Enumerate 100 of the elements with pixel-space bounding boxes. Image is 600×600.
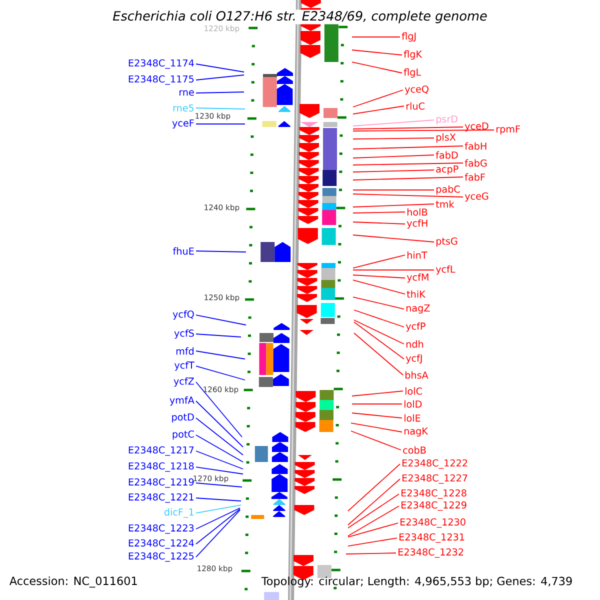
gene-label: ycfM — [406, 273, 428, 283]
leader-line — [196, 400, 244, 448]
leader-line — [352, 176, 464, 180]
gene-label: rpmF — [496, 126, 520, 134]
gene-label: potD — [172, 414, 194, 423]
gene-label: flgJ — [402, 32, 416, 42]
leader-line — [196, 418, 244, 456]
leader-line — [346, 552, 396, 554]
leader-line — [196, 74, 244, 80]
leader-line — [348, 464, 400, 512]
gene-label: yceD — [464, 122, 488, 132]
leader-line — [352, 50, 402, 56]
leader-line — [196, 434, 244, 462]
gene-label: E2348C_1230 — [400, 518, 466, 528]
leader-line — [196, 382, 242, 438]
leader-line — [196, 482, 242, 488]
leader-line — [352, 412, 402, 418]
gene-label: holB — [407, 208, 428, 216]
gene-label: pabC — [436, 185, 460, 195]
leader-line — [352, 130, 494, 132]
leader-line — [196, 314, 246, 326]
gene-label: yceF — [172, 120, 194, 128]
gene-label: E2348C_1223 — [128, 524, 194, 534]
gene-label: E2348C_1224 — [128, 539, 194, 549]
leader-line — [352, 194, 464, 198]
gene-label: ycfT — [174, 361, 194, 371]
gene-label: hinT — [407, 251, 428, 259]
leader-line — [196, 350, 246, 360]
gene-label: lolE — [404, 414, 420, 422]
leader-line — [196, 250, 246, 252]
gene-label: E2348C_1175 — [128, 75, 194, 85]
leader-line — [352, 162, 464, 166]
gene-label: ycfS — [174, 329, 194, 339]
gene-label: E2348C_1228 — [402, 489, 466, 499]
leader-line — [354, 310, 404, 328]
gene-label: E2348C_1218 — [128, 462, 194, 472]
leader-line — [196, 508, 240, 530]
gene-label: E2348C_1219 — [128, 478, 194, 488]
leader-line — [352, 126, 464, 130]
gene-label: rne5 — [173, 104, 194, 112]
gene-label: E2348C_1229 — [402, 501, 466, 511]
gene-label: lolD — [404, 400, 422, 408]
leader-line — [196, 334, 242, 338]
leader-line — [352, 146, 464, 150]
leader-line — [196, 504, 242, 514]
leader-line — [352, 296, 404, 310]
leader-line — [354, 320, 404, 344]
gene-label: cobB — [403, 446, 426, 454]
leader-line — [348, 522, 398, 538]
gene-label: tmk — [436, 200, 454, 208]
leader-line — [352, 274, 406, 278]
gene-label: fabG — [464, 159, 487, 167]
leader-line — [352, 254, 406, 268]
gene-label: E2348C_1225 — [128, 552, 194, 562]
leader-line — [352, 154, 434, 158]
gene-label: bhsA — [405, 371, 428, 379]
leader-line — [352, 138, 434, 140]
leader-line — [196, 108, 246, 110]
gene-label: fabF — [464, 173, 485, 181]
leader-line — [348, 478, 400, 526]
leader-line — [352, 280, 406, 294]
gene-label: E2348C_1232 — [398, 548, 464, 558]
gene-label: acpP — [436, 166, 458, 174]
gene-label: fabD — [436, 151, 458, 159]
leader-line — [348, 494, 400, 528]
gene-label: nagK — [404, 428, 428, 437]
leader-line — [352, 120, 434, 126]
leader-line — [352, 390, 404, 396]
gene-label: flgK — [404, 50, 422, 60]
leader-line — [352, 234, 434, 242]
gene-label: rluC — [406, 102, 424, 110]
gene-label: flgL — [404, 68, 422, 78]
gene-label: potC — [172, 430, 194, 440]
leader-line — [352, 212, 406, 214]
gene-label: yceG — [464, 192, 488, 202]
gene-label: ycfH — [406, 219, 428, 229]
leader-line — [352, 36, 400, 38]
leader-line — [196, 450, 244, 470]
leader-line — [196, 510, 240, 558]
leader-line — [196, 498, 242, 502]
leader-line — [196, 466, 244, 474]
leader-line — [350, 422, 402, 432]
gene-label: ptsG — [436, 237, 458, 247]
leader-line — [352, 170, 434, 172]
footer-text: Accession: NC_011601 — [10, 576, 137, 588]
gene-label: ycfL — [436, 265, 456, 275]
leader-line — [352, 106, 404, 114]
leader-line — [354, 322, 404, 360]
leader-line — [352, 204, 434, 208]
gene-label: yceQ — [404, 85, 428, 95]
gene-label: ycfJ — [406, 354, 422, 364]
footer-text: Topology: circular; Length: 4,965,553 bp; Genes: 4,739 — [261, 576, 572, 588]
gene-label: lolC — [406, 387, 422, 395]
gene-label: fhuE — [173, 247, 194, 255]
leader-line — [196, 508, 240, 544]
leader-line — [352, 62, 402, 74]
gene-label: rne — [180, 90, 194, 96]
gene-label: E2348C_1231 — [400, 533, 464, 543]
gene-label: dicF_1 — [164, 508, 194, 518]
leader-line — [348, 506, 400, 536]
